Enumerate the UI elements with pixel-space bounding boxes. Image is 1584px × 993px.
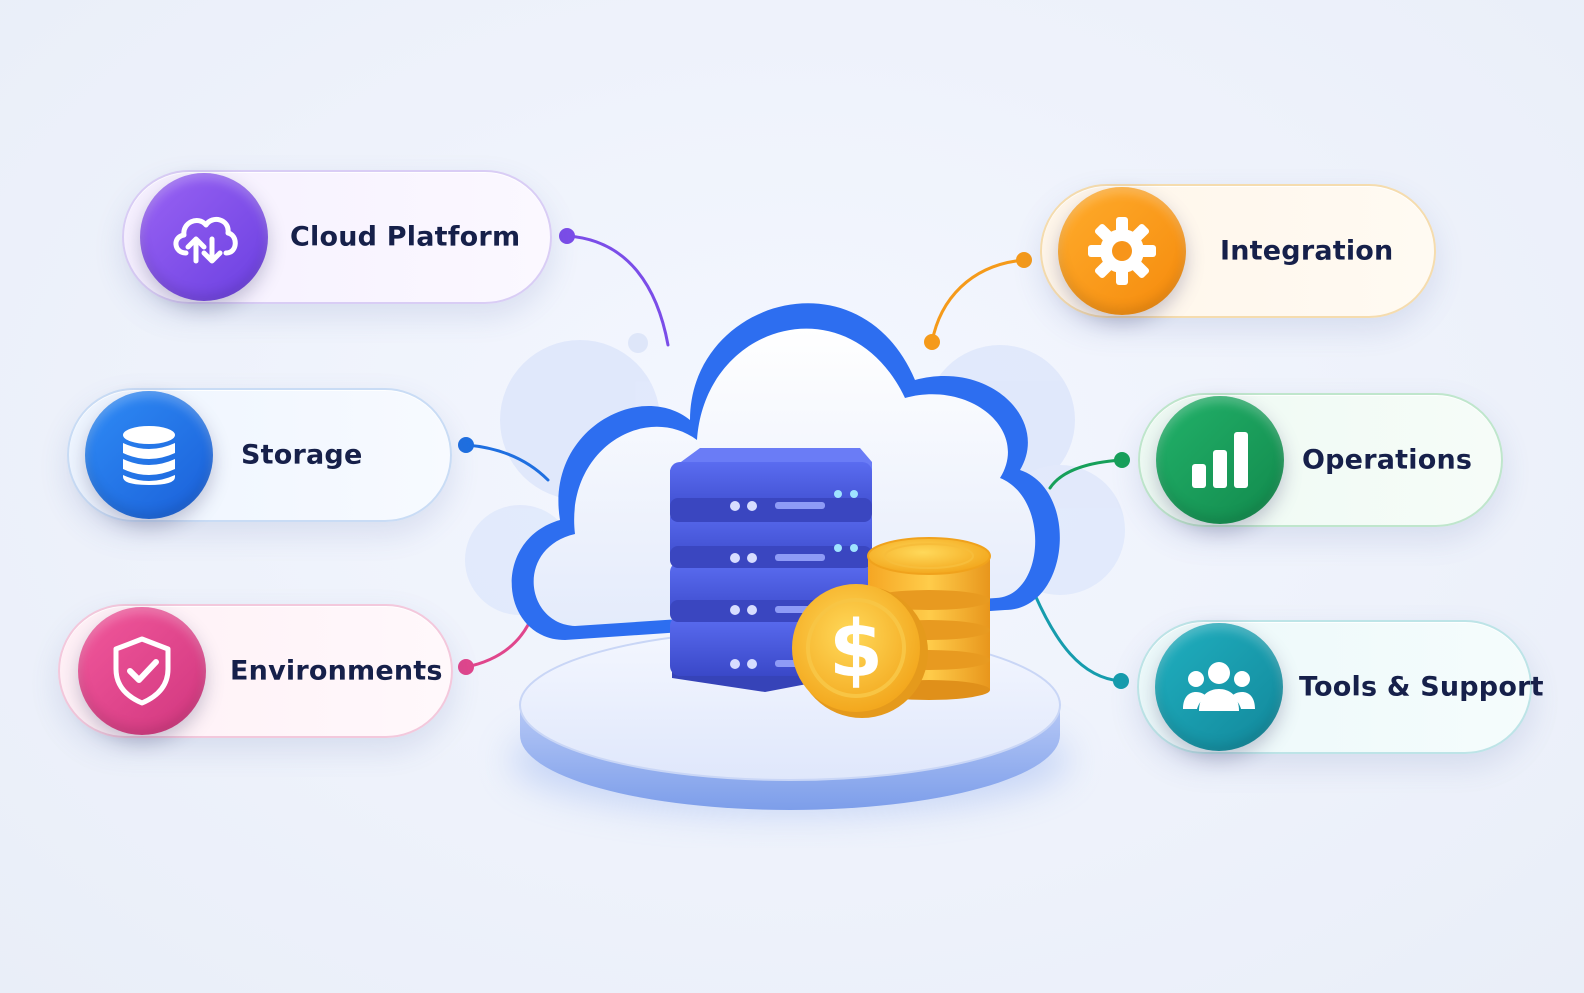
dollar-coin-icon: $ <box>792 584 928 718</box>
connectors <box>458 228 1130 689</box>
category-cloud-platform[interactable]: Cloud Platform <box>122 170 552 304</box>
bar-chart-icon <box>1156 396 1284 524</box>
connector-integration <box>930 258 1026 344</box>
shield-check-icon <box>78 607 206 735</box>
category-integration[interactable]: Integration <box>1040 184 1436 318</box>
category-label: Environments <box>230 655 443 687</box>
connector-storage <box>464 443 550 482</box>
category-label: Cloud Platform <box>290 221 521 253</box>
connector-operations <box>1048 458 1124 490</box>
category-environments[interactable]: Environments <box>58 604 453 738</box>
dollar-symbol: $ <box>829 605 883 695</box>
users-icon <box>1155 623 1283 751</box>
category-label: Integration <box>1220 235 1394 267</box>
category-operations[interactable]: Operations <box>1138 393 1503 527</box>
connector-tools <box>1033 593 1123 683</box>
cloud-sync-icon <box>140 173 268 301</box>
category-tools-support[interactable]: Tools & Support <box>1137 620 1544 754</box>
connector-environments <box>464 623 530 669</box>
gear-icon <box>1058 187 1186 315</box>
connector-cloud-platform <box>565 234 670 347</box>
database-icon <box>85 391 213 519</box>
category-storage[interactable]: Storage <box>67 388 452 522</box>
category-label: Operations <box>1302 444 1473 476</box>
category-label: Tools & Support <box>1299 671 1544 703</box>
category-label: Storage <box>241 439 363 471</box>
